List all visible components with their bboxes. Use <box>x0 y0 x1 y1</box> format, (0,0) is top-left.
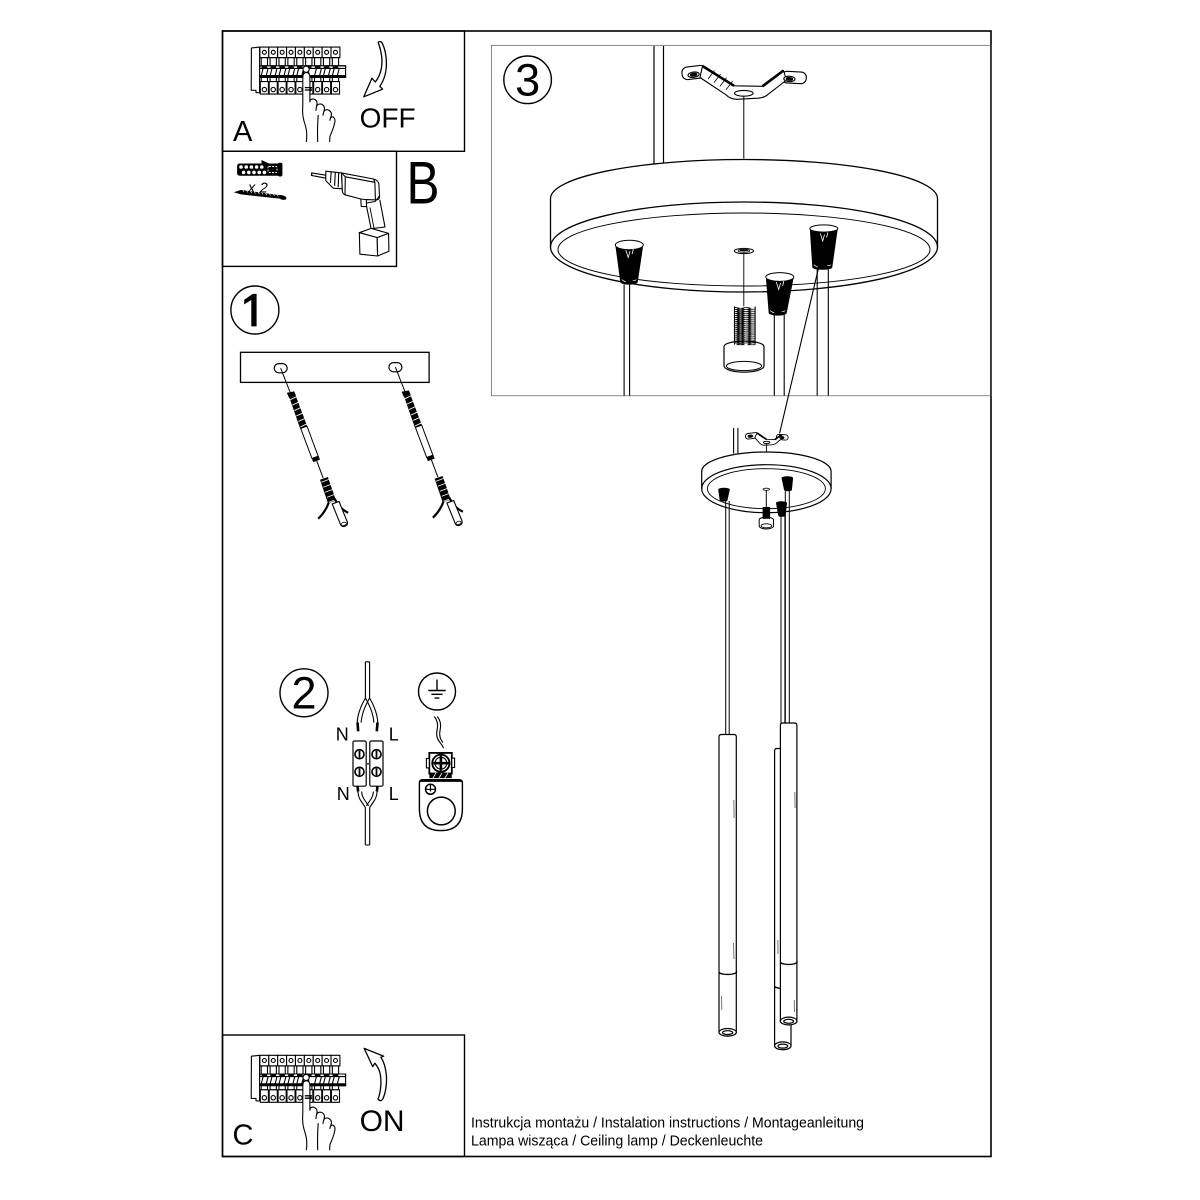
svg-text:Instrukcja montażu / Instalati: Instrukcja montażu / Instalation instruc… <box>471 1115 864 1131</box>
svg-text:2: 2 <box>291 667 316 718</box>
svg-text:L: L <box>389 784 399 804</box>
svg-text:A: A <box>233 116 253 148</box>
svg-text:ON: ON <box>360 1105 405 1138</box>
svg-text:3: 3 <box>515 54 540 105</box>
svg-text:L: L <box>389 725 399 745</box>
svg-text:N: N <box>337 784 350 804</box>
svg-text:OFF: OFF <box>360 102 416 133</box>
svg-text:C: C <box>233 1120 254 1152</box>
svg-text:Lampa wisząca / Ceiling lamp /: Lampa wisząca / Ceiling lamp / Deckenleu… <box>471 1134 763 1150</box>
svg-text:N: N <box>336 725 349 745</box>
svg-text:B: B <box>407 150 440 217</box>
